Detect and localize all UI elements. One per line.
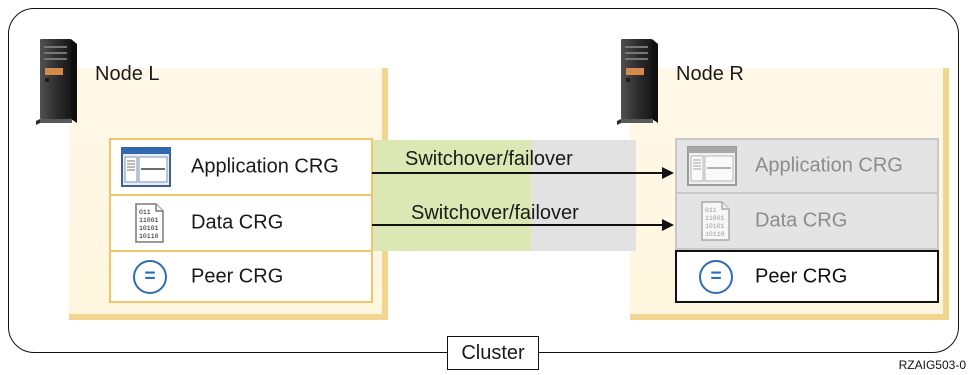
cluster-label: Cluster [447,336,539,370]
crg-label: Data CRG [191,211,284,234]
binary-line: 11001 [705,215,725,222]
binary-line: 10110 [705,231,725,238]
node-left-peer-crg: = Peer CRG [111,252,371,301]
binary-line: 011 [705,207,717,214]
equals-circle-icon: = [699,259,733,294]
crg-label: Peer CRG [755,265,848,287]
binary-document-icon: 011 11001 10101 10110 [135,203,164,243]
switchover-label-application: Switchover/failover [405,148,573,170]
switchover-band-left [373,140,531,251]
node-right-application-crg: Application CRG [675,138,939,194]
crg-label: Application CRG [191,155,339,178]
server-icon [617,39,658,125]
figure-id: RZAIG503-0 [898,358,966,372]
node-left-crg-stack: Application CRG 011 11001 10101 10110 Da… [109,138,373,303]
node-right-peer-crg: = Peer CRG [675,250,939,303]
crg-label: Peer CRG [191,265,284,287]
node-left-label: Node L [95,63,160,85]
application-window-icon [687,146,737,186]
binary-line: 10101 [139,225,159,232]
crg-label: Data CRG [755,209,848,232]
switchover-band-right [531,140,636,251]
server-icon [36,39,77,125]
crg-label: Application CRG [755,154,903,177]
switchover-label-data: Switchover/failover [411,202,579,224]
switchover-arrow [372,219,674,231]
node-right-data-crg: 011 11001 10101 10110 Data CRG [675,194,939,250]
switchover-band [373,140,636,251]
equals-circle-icon: = [133,259,167,294]
binary-line: 10110 [139,233,159,240]
node-left-application-crg: Application CRG [111,140,371,196]
binary-line: 011 [139,209,151,216]
switchover-arrow [372,167,674,179]
binary-document-icon: 011 11001 10101 10110 [701,201,730,241]
binary-line: 11001 [139,217,159,224]
binary-line: 10101 [705,223,725,230]
node-right-label: Node R [676,63,744,85]
application-window-icon [121,147,171,187]
node-right-crg-stack: Application CRG 011 11001 10101 10110 Da… [675,138,939,303]
node-left-data-crg: 011 11001 10101 10110 Data CRG [111,196,371,252]
